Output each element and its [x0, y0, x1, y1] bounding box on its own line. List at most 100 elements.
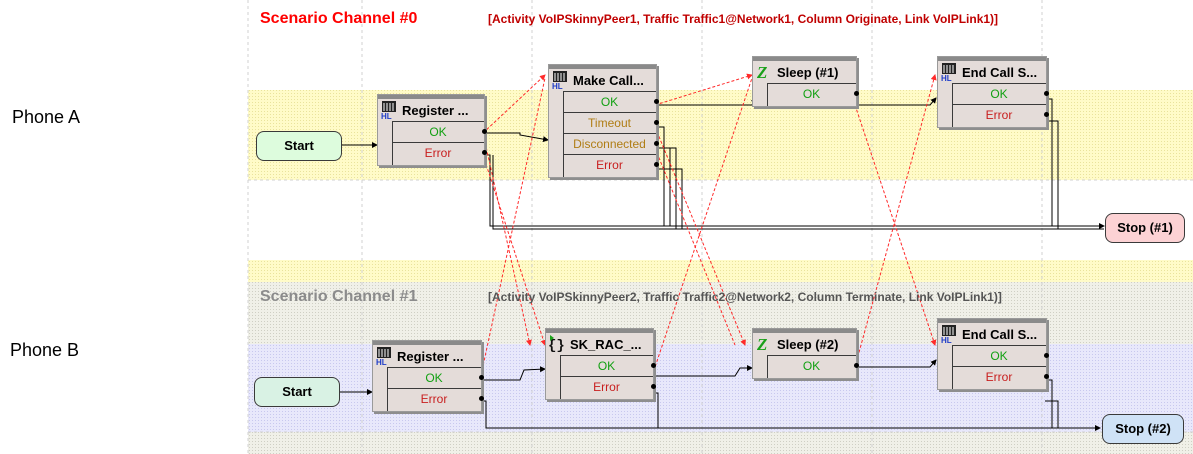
- node-divider: [767, 355, 768, 378]
- output-port[interactable]: [479, 375, 484, 380]
- node-output-error[interactable]: Error: [952, 104, 1046, 126]
- node-divider: [560, 355, 561, 399]
- phone-b-label: Phone B: [10, 340, 80, 360]
- node-outputs: OK: [753, 83, 859, 106]
- output-port[interactable]: [651, 384, 656, 389]
- output-port[interactable]: [654, 141, 659, 146]
- node-header: HL Register ...: [373, 345, 481, 367]
- output-port[interactable]: [1044, 353, 1049, 358]
- sleep-icon: Z: [755, 334, 775, 354]
- node-output-ok[interactable]: OK: [952, 345, 1046, 367]
- node-divider: [392, 121, 393, 165]
- node-divider: [767, 83, 768, 106]
- node-header: HL Register ...: [378, 99, 484, 121]
- start-node-channel-0[interactable]: Start: [256, 131, 342, 161]
- node-output-ok[interactable]: OK: [952, 83, 1046, 105]
- output-port[interactable]: [654, 162, 659, 167]
- node-title-bar: [938, 57, 1046, 61]
- node-output-ok[interactable]: OK: [392, 121, 484, 143]
- node-output-error[interactable]: Error: [563, 154, 656, 176]
- node-title-bar: [373, 341, 481, 345]
- node-header: HL End Call S...: [938, 61, 1046, 83]
- output-port[interactable]: [1044, 374, 1049, 379]
- stop-node-channel-1[interactable]: Stop (#2): [1102, 414, 1184, 444]
- output-port[interactable]: [854, 91, 859, 96]
- node-outputs: OK: [753, 355, 859, 378]
- node-output-error[interactable]: Error: [387, 388, 481, 410]
- output-port[interactable]: [482, 150, 487, 155]
- node-title-bar: [753, 57, 856, 61]
- node-title: Make Call...: [573, 72, 644, 88]
- output-port[interactable]: [1044, 112, 1049, 117]
- script-icon: {}: [548, 334, 568, 354]
- node-divider: [952, 345, 953, 389]
- svg-text:Z: Z: [756, 63, 767, 82]
- node-divider: [563, 91, 564, 177]
- stop-node-channel-0[interactable]: Stop (#1): [1105, 213, 1185, 243]
- node-header: HL Make Call...: [549, 69, 656, 91]
- svg-text:Z: Z: [756, 335, 767, 354]
- node-divider: [387, 367, 388, 411]
- hl-phone-icon: HL: [380, 100, 400, 121]
- output-port[interactable]: [654, 120, 659, 125]
- hl-phone-icon: HL: [940, 324, 960, 345]
- node-title-bar: [549, 65, 656, 69]
- node-output-ok[interactable]: OK: [387, 367, 481, 389]
- output-port[interactable]: [854, 363, 859, 368]
- output-port[interactable]: [1044, 91, 1049, 96]
- svg-text:{}: {}: [548, 338, 565, 354]
- node-title-bar: [378, 95, 484, 99]
- hl-phone-icon: HL: [551, 70, 571, 91]
- channel-0-title: Scenario Channel #0: [260, 10, 418, 27]
- output-port[interactable]: [654, 99, 659, 104]
- output-port[interactable]: [482, 129, 487, 134]
- node-title-bar: [546, 329, 653, 333]
- svg-text:HL: HL: [941, 336, 952, 344]
- channel-1-info: [Activity VoIPSkinnyPeer2, Traffic Traff…: [488, 290, 1002, 304]
- svg-text:HL: HL: [941, 74, 952, 82]
- node-output-error[interactable]: Error: [952, 366, 1046, 388]
- node-title: Register ...: [402, 102, 469, 118]
- hl-phone-icon: HL: [940, 62, 960, 83]
- start-node-channel-1[interactable]: Start: [254, 377, 340, 407]
- svg-text:HL: HL: [552, 82, 563, 90]
- phone-a-label: Phone A: [12, 107, 81, 127]
- node-output-ok[interactable]: OK: [563, 91, 656, 113]
- node-output-ok[interactable]: OK: [767, 83, 856, 105]
- output-port[interactable]: [651, 363, 656, 368]
- output-port[interactable]: [479, 396, 484, 401]
- node-title: Register ...: [397, 348, 464, 364]
- node-output-ok[interactable]: OK: [767, 355, 856, 377]
- channel-1-title: Scenario Channel #1: [260, 288, 418, 305]
- node-title: Sleep (#2): [777, 336, 839, 352]
- svg-text:HL: HL: [376, 358, 387, 366]
- svg-text:HL: HL: [381, 112, 392, 120]
- node-title-bar: [753, 329, 856, 333]
- activity-node[interactable]: Z Sleep (#2) OK: [752, 328, 859, 379]
- node-title-bar: [938, 319, 1046, 323]
- hl-phone-icon: HL: [375, 346, 395, 367]
- node-output-ok[interactable]: OK: [560, 355, 653, 377]
- node-output-error[interactable]: Error: [560, 376, 653, 398]
- node-title: End Call S...: [962, 326, 1038, 342]
- node-output-error[interactable]: Error: [392, 142, 484, 164]
- node-output-disconnected[interactable]: Disconnected: [563, 133, 656, 155]
- node-output-timeout[interactable]: Timeout: [563, 112, 656, 134]
- node-header: {}SK_RAC_...: [546, 333, 653, 355]
- node-title: End Call S...: [962, 64, 1038, 80]
- sleep-icon: Z: [755, 62, 775, 82]
